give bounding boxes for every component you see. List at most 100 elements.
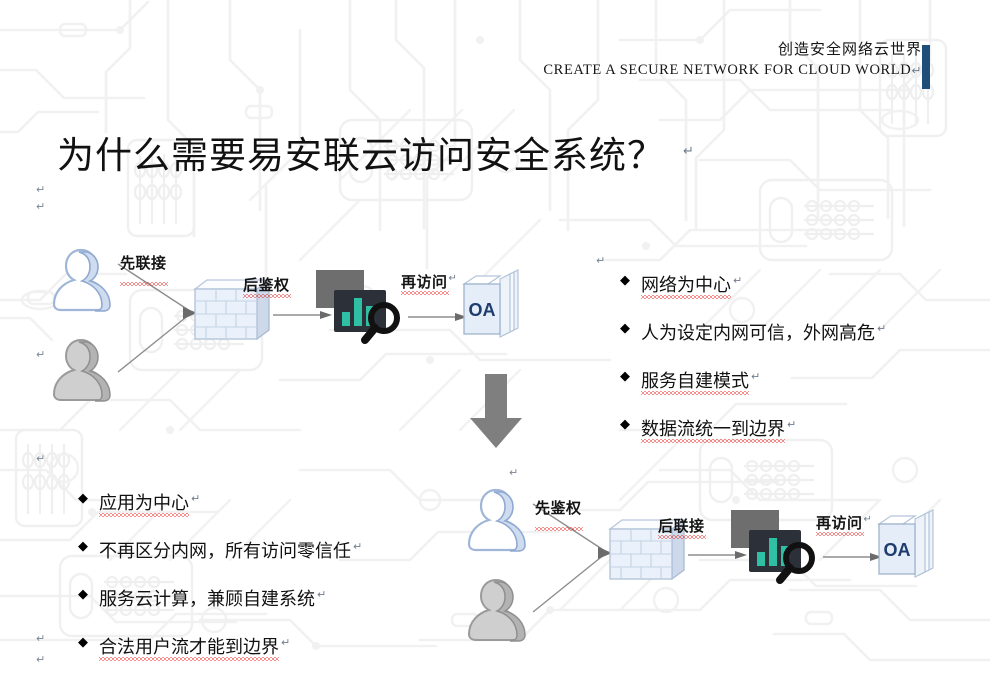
analytics-magnifier-icon [731, 510, 815, 584]
top-bullet-pilcrow: ↵ [877, 323, 887, 335]
header-pilcrow: ↵ [911, 63, 922, 78]
bottom-flow-label-1-text: 先鉴权 [535, 500, 582, 517]
paragraph-mark-7: ↵ [509, 467, 519, 479]
bottom-connector-arrowhead [598, 547, 612, 559]
squiggly-underline [243, 294, 291, 298]
top-flow-label-1-text: 先联接 [120, 255, 167, 272]
paragraph-mark-2: ↵ [36, 349, 46, 361]
top-bullet-item: ◆ 人为设定内网可信，外网高危↵ [620, 316, 886, 346]
page-title: 为什么需要易安联云访问安全系统？ ↵ [57, 125, 695, 179]
firewall-brick-wall-icon [608, 518, 686, 581]
bottom-connector-lines [532, 503, 606, 613]
header-title-cn: 创造安全网络云世界 [777, 41, 922, 58]
top-bullet-label: 服务自建模式 [641, 371, 749, 391]
squiggly-underline [401, 291, 449, 295]
top-bullet-list: ◆网络为中心↵◆人为设定内网可信，外网高危↵◆服务自建模式↵◆数据流统一到边界↵ [620, 268, 886, 460]
top-bullet-item: ◆ 网络为中心↵ [620, 268, 886, 299]
diamond-bullet-icon: ◆ [620, 321, 630, 336]
bottom-bullet-label: 服务云计算，兼顾自建系统 [99, 589, 315, 609]
squiggly-underline [641, 391, 749, 395]
bottom-flow-label-3-text: 再访问 [816, 515, 863, 532]
top-arrow-2-head [455, 313, 467, 321]
title-pilcrow: ↵ [683, 142, 695, 158]
top-connector-arrowhead [183, 307, 197, 319]
bottom-bullet-text: 服务云计算，兼顾自建系统↵ [99, 582, 326, 612]
header-title-en: CREATE A SECURE NETWORK FOR CLOUD WORLD↵ [543, 62, 922, 78]
bottom-bullet-pilcrow: ↵ [191, 493, 201, 505]
top-flow-label-2-text: 后鉴权 [243, 277, 290, 294]
bottom-bullet-list: ◆应用为中心↵◆不再区分内网，所有访问零信任↵◆服务云计算，兼顾自建系统↵◆合法… [78, 486, 362, 675]
bottom-flow-label-3-pilcrow: ↵ [863, 514, 873, 525]
squiggly-underline [658, 535, 706, 539]
bottom-arrow-1-head [735, 551, 747, 559]
bottom-bullet-item: ◆ 合法用户流才能到边界↵ [78, 630, 362, 661]
bottom-bullet-label: 合法用户流才能到边界 [99, 637, 279, 657]
paragraph-mark-5: ↵ [36, 654, 46, 666]
top-bullet-text: 网络为中心↵ [641, 268, 743, 299]
bottom-flow-label-2: 后联接 [658, 515, 706, 539]
top-flow-label-3: 再访问↵ [401, 271, 458, 295]
top-bullet-label: 网络为中心 [641, 275, 731, 295]
squiggly-underline [641, 439, 785, 443]
squiggly-underline [120, 282, 168, 286]
top-bullet-pilcrow: ↵ [787, 419, 797, 431]
bottom-bullet-text: 应用为中心↵ [99, 486, 201, 517]
diamond-bullet-icon: ◆ [78, 491, 88, 506]
down-arrow-icon [470, 374, 522, 448]
bottom-bullet-pilcrow: ↵ [317, 589, 327, 601]
bottom-flow-label-3: 再访问↵ [816, 512, 873, 536]
bottom-bullet-item: ◆ 服务云计算，兼顾自建系统↵ [78, 582, 362, 612]
diamond-bullet-icon: ◆ [620, 273, 630, 288]
bottom-bullet-item: ◆ 应用为中心↵ [78, 486, 362, 517]
top-bullet-item: ◆ 数据流统一到边界↵ [620, 412, 886, 443]
paragraph-mark-1: ↵ [36, 201, 46, 213]
bottom-flow-label-1: 先鉴权 [535, 497, 583, 531]
squiggly-underline [816, 532, 864, 536]
squiggly-underline [99, 513, 189, 517]
top-bullet-pilcrow: ↵ [751, 371, 761, 383]
user-filled-icon [467, 578, 526, 642]
bottom-flow-diagram: OA [467, 488, 934, 642]
header-accent-bar [922, 45, 930, 89]
top-bullet-label: 数据流统一到边界 [641, 419, 785, 439]
page-title-text: 为什么需要易安联云访问安全系统？ [57, 136, 665, 177]
header-en-text: CREATE A SECURE NETWORK FOR CLOUD WORLD [543, 62, 912, 78]
bottom-bullet-pilcrow: ↵ [353, 541, 363, 553]
oa-label: OA [469, 300, 496, 320]
diamond-bullet-icon: ◆ [78, 539, 88, 554]
bottom-flow-label-2-text: 后联接 [658, 518, 705, 535]
bottom-bullet-label: 不再区分内网，所有访问零信任 [99, 541, 351, 561]
squiggly-underline [535, 527, 583, 531]
user-outline-icon [52, 248, 111, 312]
user-filled-icon [52, 338, 111, 402]
top-bullet-item: ◆ 服务自建模式↵ [620, 364, 886, 395]
squiggly-underline [641, 295, 731, 299]
top-flow-label-3-pilcrow: ↵ [448, 273, 458, 284]
top-flow-diagram: OA [52, 248, 519, 402]
top-connector-lines [117, 263, 191, 373]
top-bullet-text: 数据流统一到边界↵ [641, 412, 797, 443]
bottom-bullet-text: 合法用户流才能到边界↵ [99, 630, 291, 661]
bottom-arrow-2-head [870, 553, 882, 561]
bottom-bullet-pilcrow: ↵ [281, 637, 291, 649]
diamond-bullet-icon: ◆ [620, 369, 630, 384]
paragraph-mark-3: ↵ [36, 453, 46, 465]
top-arrow-1-head [320, 311, 332, 319]
top-bullet-text: 人为设定内网可信，外网高危↵ [641, 316, 886, 346]
diamond-bullet-icon: ◆ [78, 587, 88, 602]
top-bullet-pilcrow: ↵ [733, 275, 743, 287]
paragraph-mark-0: ↵ [36, 184, 46, 196]
diamond-bullet-icon: ◆ [620, 417, 630, 432]
squiggly-underline [99, 657, 279, 661]
top-flow-label-3-text: 再访问 [401, 274, 448, 291]
paragraph-mark-4: ↵ [36, 633, 46, 645]
paragraph-mark-6: ↵ [596, 255, 606, 267]
analytics-magnifier-icon [316, 270, 400, 344]
diamond-bullet-icon: ◆ [78, 635, 88, 650]
top-bullet-text: 服务自建模式↵ [641, 364, 761, 395]
top-flow-label-2: 后鉴权 [243, 274, 291, 298]
bottom-bullet-text: 不再区分内网，所有访问零信任↵ [99, 534, 362, 564]
top-flow-label-1: 先联接 [120, 252, 168, 286]
oa-label: OA [884, 540, 911, 560]
oa-document-stack-icon: OA [877, 509, 934, 578]
